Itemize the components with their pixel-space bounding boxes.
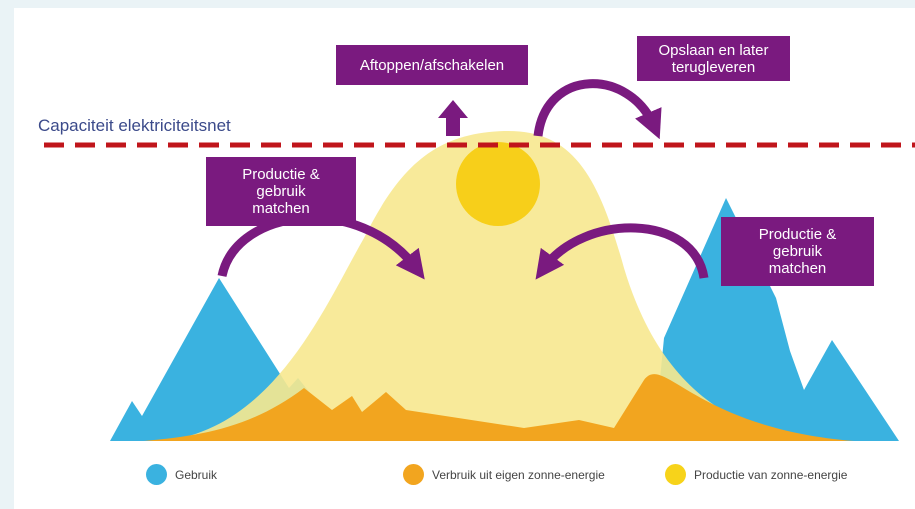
cap-off-box: Aftoppen/afschakelen xyxy=(336,45,528,85)
match-right-label: Productie & gebruik matchen xyxy=(758,226,837,277)
legend-self-consumption-dot-icon xyxy=(403,464,424,485)
diagram-canvas: Capaciteit elektriciteitsnet Aftoppen/af… xyxy=(14,8,915,509)
legend-solar-production-label: Productie van zonne-energie xyxy=(694,467,848,482)
legend-item-solar-production: Productie van zonne-energie xyxy=(665,464,847,485)
self-consumption-area xyxy=(144,374,854,441)
legend-item-usage: Gebruik xyxy=(146,464,217,485)
match-right-arrow-icon xyxy=(535,223,709,280)
solar-production-area xyxy=(164,130,824,441)
legend-item-self-consumption: Verbruik uit eigen zonne-energie xyxy=(403,464,605,485)
legend-usage-label: Gebruik xyxy=(175,467,218,482)
store-arrow-icon xyxy=(533,79,662,140)
sun-icon xyxy=(456,142,540,226)
match-left-box: Productie & gebruik matchen xyxy=(206,157,356,226)
diagram-graphic xyxy=(44,79,915,441)
store-box: Opslaan en later terugleveren xyxy=(637,36,790,81)
store-label: Opslaan en later terugleveren xyxy=(658,41,769,76)
legend-self-consumption-label: Verbruik uit eigen zonne-energie xyxy=(432,467,605,482)
capacity-line-label: Capaciteit elektriciteitsnet xyxy=(38,116,231,135)
legend-usage-dot-icon xyxy=(146,464,167,485)
legend-solar-production-dot-icon xyxy=(665,464,686,485)
cap-off-label: Aftoppen/afschakelen xyxy=(359,56,505,74)
match-left-label: Productie & gebruik matchen xyxy=(242,166,320,217)
usage-peak-right xyxy=(654,198,899,441)
match-right-box: Productie & gebruik matchen xyxy=(721,217,874,286)
up-arrow-icon xyxy=(438,100,468,136)
